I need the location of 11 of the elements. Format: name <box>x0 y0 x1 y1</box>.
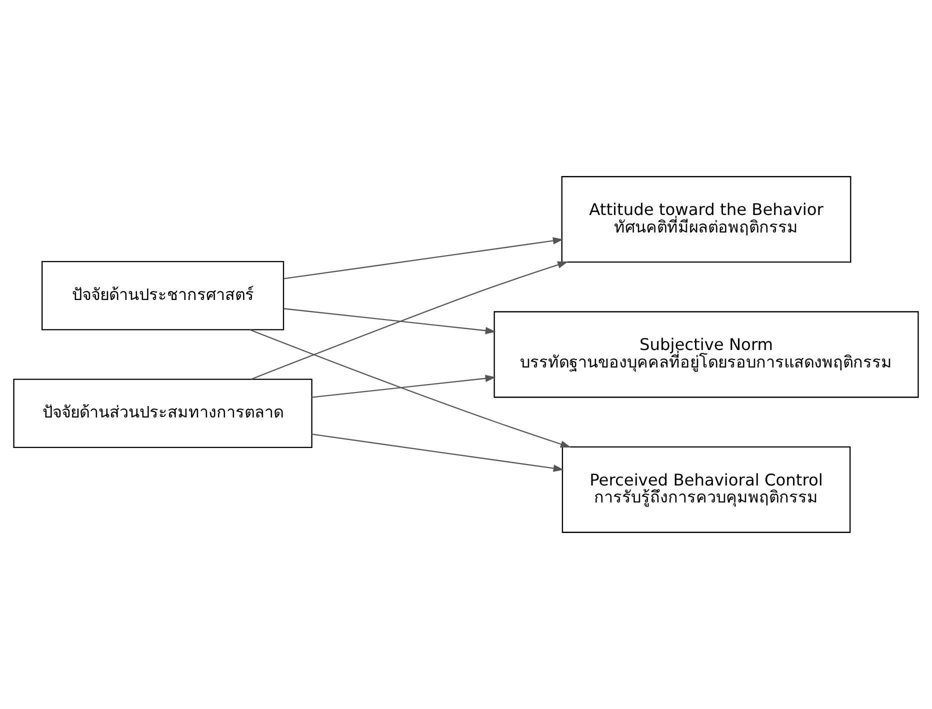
arrow <box>312 434 564 472</box>
arrow <box>312 374 496 398</box>
node-box: Attitude toward the Behavior ทัศนคติที่มีผลต่อพฤติกรรม <box>561 176 852 263</box>
node-box: ปัจจัยด้านประชากรศาสตร์ <box>42 260 284 330</box>
node-box: Perceived Behavioral Control การรับรู้ถึงการควบคุมพฤติกรรม <box>562 446 851 533</box>
arrow <box>250 329 571 448</box>
node-box: Subjective Norm บรรทัดฐานของบุคคลที่อยู่โดยรอบการแสดงพฤติกรรม <box>494 311 919 398</box>
node-box: ปัจจัยด้านส่วนประสมทางการตลาด <box>13 378 312 448</box>
arrow <box>284 308 496 334</box>
arrow <box>250 261 568 380</box>
arrow <box>284 237 564 280</box>
